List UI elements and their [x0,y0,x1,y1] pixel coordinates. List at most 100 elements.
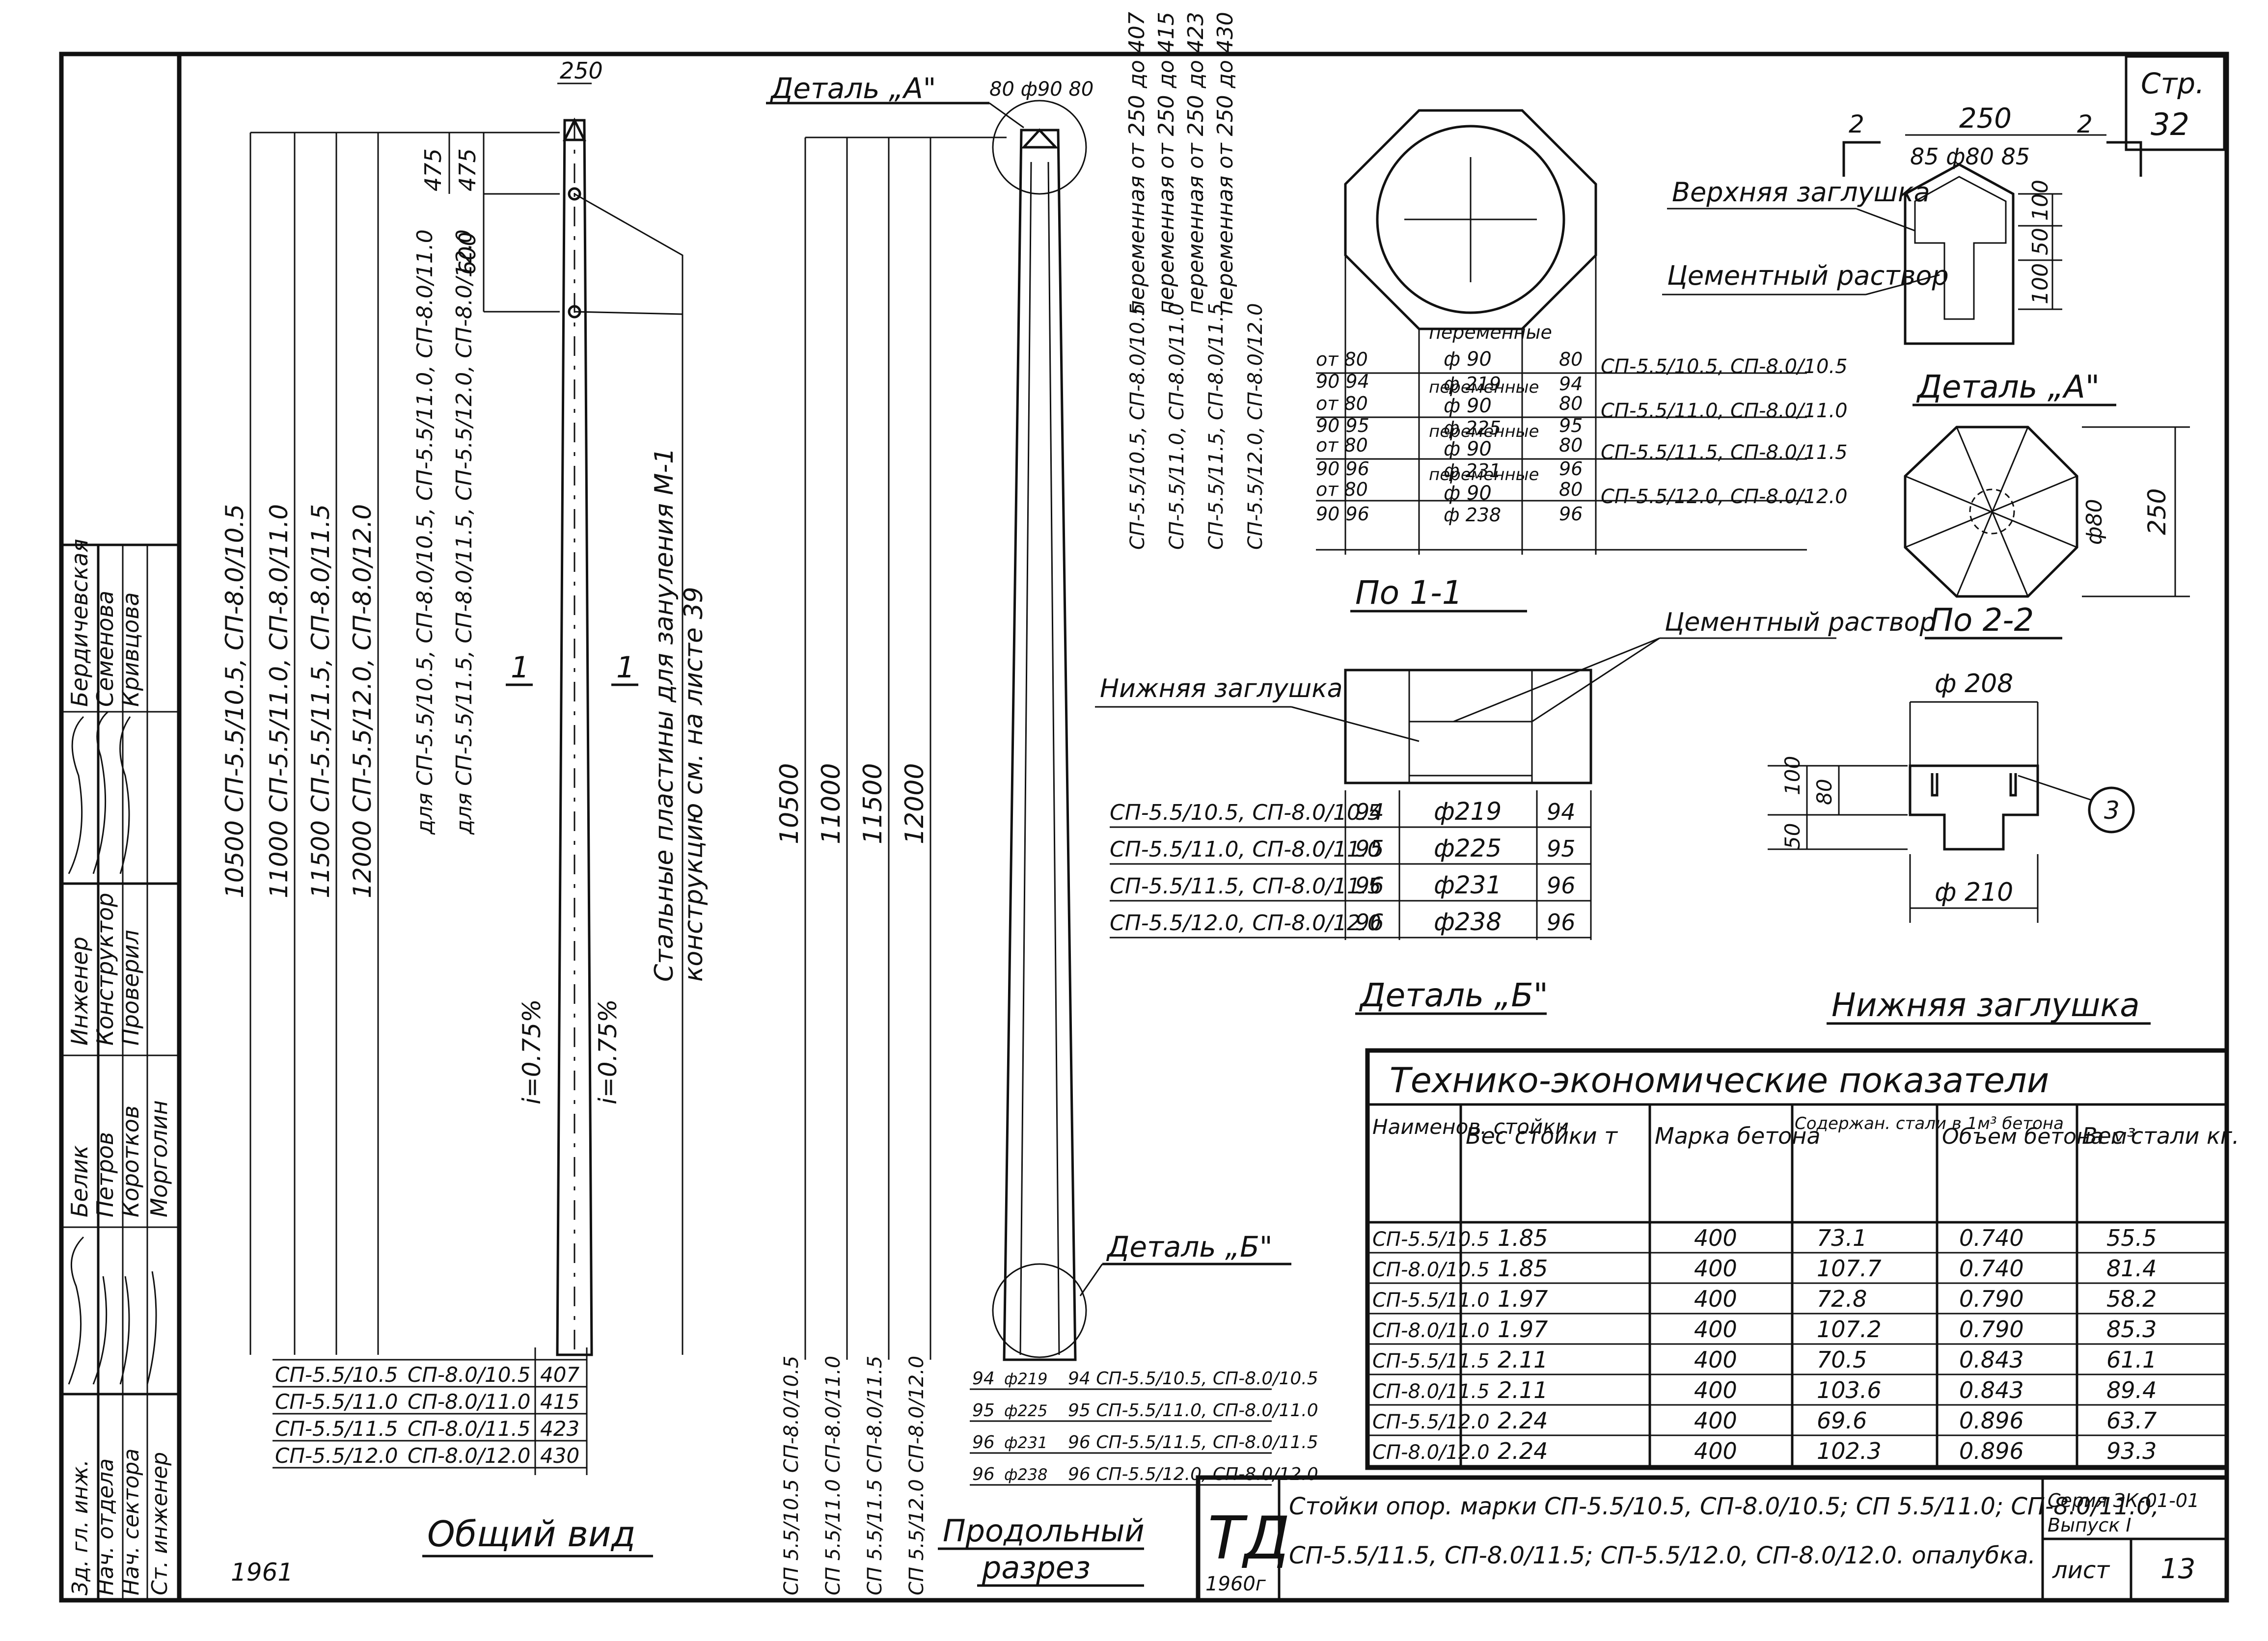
stamp-name-3: Коротков [117,1105,144,1217]
s11-mark-1: СП-5.5/10.5, СП-8.0/10.5 [1126,303,1149,550]
page-number: 32 [2151,107,2189,142]
da-outline [1904,163,2015,345]
tech-table-cell: 1.85 [1498,1255,1548,1282]
db-cement-fill [1408,721,1533,777]
signature-6 [119,1276,130,1385]
section-1-1: переменная от 250 до 407 переменная от 2… [1124,12,1848,613]
db-title: Деталь „Б" [1359,976,1548,1014]
gv-length-1: 10500 СП-5.5/10.5, СП-8.0/10.5 [220,504,249,898]
tech-table-cell: СП-8.0/11.0 [1372,1319,1490,1342]
stamp-name-2: Петров [92,1132,118,1217]
stamp-role-2: Нач. отдела [93,1458,118,1595]
detail-a: 250 85 ф80 85 2 2 100 50 100 Верхняя заг… [1662,103,2142,406]
ls-detail-b-label: Деталь „Б" [1106,1230,1273,1264]
bp-dim-1: 100 [1780,756,1804,795]
tech-table-cell: 81.4 [2106,1255,2157,1282]
ls-length-4: 12000 [900,763,929,844]
gv-dim-475-a: 475 [420,148,446,191]
ls-row-1-a: 94 [972,1369,995,1389]
gv-title: Общий вид [427,1513,635,1555]
tech-table-cell: СП-8.0/10.5 [1372,1259,1490,1281]
s11-note-4: переменная от 250 до 430 [1213,12,1238,314]
detail-b-circle [992,1263,1087,1358]
tech-table-cell: 0.896 [1959,1407,2024,1434]
db-r1-a: 94 [1355,799,1384,825]
gv-plates-note-1: Стальные пластины для зануления М-1 [650,448,679,982]
db-r3-a: 96 [1355,872,1384,899]
page-number-box: Стр. 32 [2125,55,2226,151]
s11-r3-l1: от 80 [1316,434,1368,456]
db-r3-b: 96 [1547,872,1576,899]
tech-table-cell: 107.2 [1817,1316,1882,1343]
db-r4-mark: СП-5.5/12.0, СП-8.0/12.0 [1110,911,1381,936]
stamp-role-1: Зд. гл. инж. [68,1459,93,1595]
tech-table-cell: 0.790 [1959,1286,2024,1312]
ls-row-1-c: 94 СП-5.5/10.5, СП-8.0/10.5 [1068,1369,1318,1389]
gv-dim-475-b: 475 [454,148,481,191]
s11-r4-l1: от 80 [1316,479,1368,500]
tech-table-cell: 400 [1694,1407,1737,1434]
tech-table-cell: 400 [1694,1377,1737,1403]
detail-a-circle [992,100,1087,195]
tech-table-cell: 400 [1694,1438,1737,1464]
s11-r4-mark: СП-5.5/12.0, СП-8.0/12.0 [1601,485,1848,508]
s11-r3-r2: 96 [1559,458,1583,480]
ls-length-1: 10500 [775,763,804,844]
gv-row-1-a: СП-5.5/10.5 [275,1363,398,1387]
s11-r1-mid3: ф 219 [1444,373,1501,395]
s11-r1-mid1: переменные [1429,322,1552,343]
gv-section-mark-right: 1 [616,650,635,685]
signature-1 [68,716,84,874]
ls-left-label-4: СП 5.5/12.0 СП-8.0/12.0 [905,1356,928,1595]
db-r4-b: 96 [1547,909,1576,936]
da-sub-dims: 85 ф80 85 [1910,143,2030,170]
gv-plates-note-2: конструкцию см. на листе 39 [679,587,709,982]
gv-row-3-w: 423 [540,1417,579,1441]
tech-table-cell: 72.8 [1817,1286,1867,1312]
s22-dia: ф80 [2082,499,2107,545]
bp-callout: 3 [2104,796,2120,825]
section-2-2: ф80 250 По 2-2 [1904,426,2190,640]
da-dim-2: 50 [2028,228,2053,255]
s11-r3-r1: 80 [1559,434,1583,456]
da-dim-1: 100 [2028,180,2053,221]
ls-title-1: Продольный [943,1513,1145,1549]
bp-callout-circle [2088,786,2135,834]
s11-r1-r2: 94 [1559,373,1583,395]
td-year: 1960г [1205,1573,1266,1595]
tech-table-title: Технико-экономические показатели [1390,1060,2049,1101]
tech-table-cell: СП-8.0/11.5 [1372,1380,1490,1403]
da-width: 250 [1959,103,2012,135]
s11-r4-mid2: ф 90 [1444,482,1492,505]
da-dim-3: 100 [2028,263,2053,304]
tech-table-cell: 2.11 [1498,1377,1548,1403]
tech-table-cell: 1.85 [1498,1225,1548,1251]
da-cement-fill [1914,176,2007,320]
long-section: 10500 11000 11500 12000 Деталь „А" 80 ф9… [766,72,1318,1595]
gv-top-width: 250 [560,57,603,84]
gv-row-4-a: СП-5.5/12.0 [275,1444,398,1468]
ls-row-2-c: 95 СП-5.5/11.0, СП-8.0/11.0 [1068,1400,1318,1421]
td-mark: ТД [1208,1505,1290,1573]
general-view: 250 475 475 600 10500 СП-5.5/10.5, СП-8.… [220,57,709,1587]
tech-table-cell: 58.2 [2106,1286,2157,1312]
da-cut-left: 2 [1849,110,1864,138]
db-r2-mark: СП-5.5/11.0, СП-8.0/11.0 [1110,837,1381,862]
tech-table-cell: 85.3 [2106,1316,2157,1343]
tech-table-cell: СП-8.0/12.0 [1372,1441,1490,1464]
bp-title: Нижняя заглушка [1831,986,2140,1024]
ls-row-3-c: 96 СП-5.5/11.5, СП-8.0/11.5 [1068,1432,1318,1453]
ls-row-2-d: ф225 [1004,1401,1047,1420]
tt-h-6: Вес стали кг. [2082,1123,2240,1149]
tech-table-cell: СП-5.5/12.0 [1372,1411,1490,1433]
s11-r2-l2: 90 95 [1316,415,1369,436]
tech-table-cell: 400 [1694,1286,1737,1312]
gv-row-2-b: СП-8.0/11.0 [408,1390,531,1414]
ls-top-dims: 80 ф90 80 [989,78,1093,101]
gv-section-mark-left: 1 [511,650,529,685]
ls-row-2-a: 95 [972,1400,995,1421]
bp-bottom-dia: ф 210 [1935,878,2013,907]
gv-row-4-w: 430 [540,1444,579,1468]
stamp-name-5: Бердичевская [66,539,93,707]
tech-table-cell: СП-5.5/11.5 [1372,1350,1490,1372]
